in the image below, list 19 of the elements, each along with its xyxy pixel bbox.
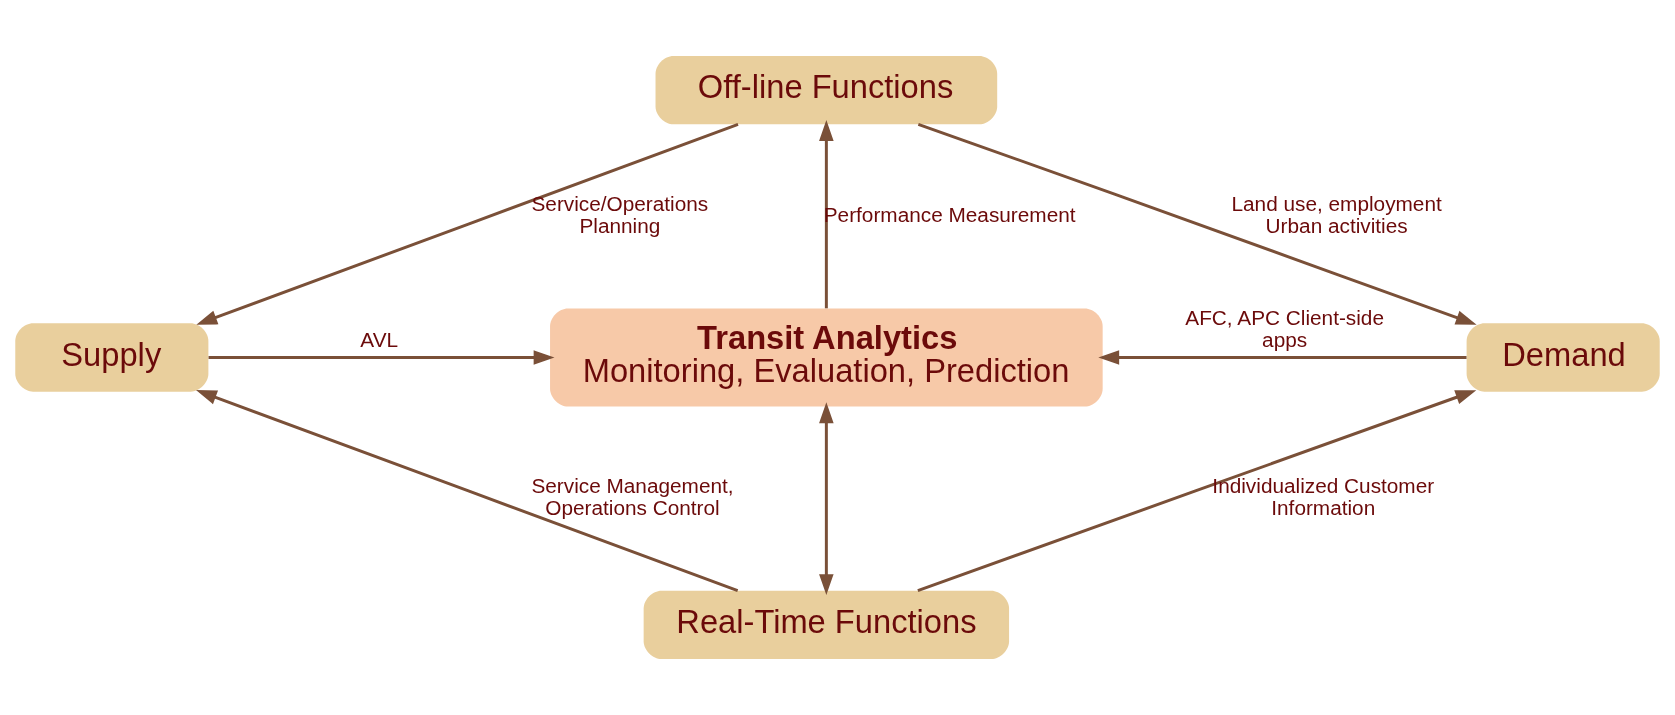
node-box: Off-line Functions (655, 55, 998, 125)
arrow (917, 390, 1477, 592)
node-box: Supply (15, 323, 209, 392)
edge-label: Land use, employment Urban activities (1231, 191, 1442, 238)
edge-label: AVL (360, 328, 399, 352)
node-box: Demand (1466, 323, 1660, 392)
arrow (196, 122, 739, 325)
node-box: Real-Time Functions (643, 590, 1010, 660)
edge-label: Service/Operations Planning (531, 191, 709, 238)
edge-label: Service Management, Operations Control (531, 473, 734, 520)
arrow (208, 350, 555, 365)
arrow (819, 402, 834, 595)
edge-label: Individualized Customer Information (1212, 473, 1435, 520)
arrow (195, 390, 739, 592)
arrow (819, 120, 834, 309)
edge-label: AFC, APC Client-side apps (1185, 306, 1384, 352)
arrow (917, 122, 1477, 325)
arrow (1098, 350, 1467, 365)
node-box: Transit Analytics Monitoring, Evaluation, Prediction (550, 308, 1103, 407)
